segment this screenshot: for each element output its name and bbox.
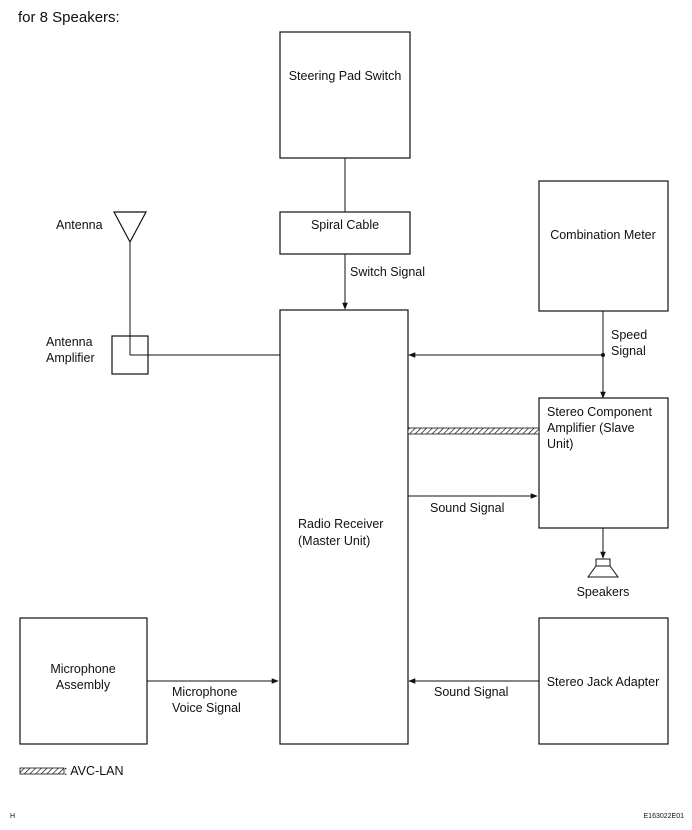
sound-signal-jack-label: Sound Signal xyxy=(434,685,508,699)
radio-receiver-label-line1: Radio Receiver xyxy=(298,517,383,531)
legend-avc-lan-swatch xyxy=(19,767,65,775)
spiral-cable-block: Spiral Cable xyxy=(279,211,411,255)
radio-receiver-label-line2: (Master Unit) xyxy=(298,534,370,548)
footer-right-code: E163022E01 xyxy=(644,813,685,820)
stereo-amplifier-label-line3: Unit) xyxy=(547,437,573,451)
microphone-assembly-block: Microphone Assembly xyxy=(19,617,148,745)
microphone-assembly-label-line2: Assembly xyxy=(56,678,111,692)
spiral-cable-label: Spiral Cable xyxy=(311,218,379,232)
antenna-label: Antenna xyxy=(56,218,103,232)
footer-left-code: H xyxy=(10,813,15,820)
combination-meter-label: Combination Meter xyxy=(550,228,656,242)
microphone-voice-signal-label-line1: Microphone xyxy=(172,685,237,699)
radio-receiver-block: Radio Receiver (Master Unit) xyxy=(279,309,409,745)
legend-avc-lan-label: : AVC-LAN xyxy=(64,764,124,778)
legend: : AVC-LAN xyxy=(19,764,124,778)
stereo-amplifier-label-line2: Amplifier (Slave xyxy=(547,421,635,435)
combination-meter-block: Combination Meter xyxy=(538,180,669,312)
avc-lan-bus xyxy=(407,427,540,435)
speakers-label: Speakers xyxy=(577,585,630,599)
antenna-amplifier-label-line1: Antenna xyxy=(46,335,93,349)
stereo-amplifier-block: Stereo Component Amplifier (Slave Unit) xyxy=(538,397,669,529)
steering-pad-switch-block: Steering Pad Switch xyxy=(279,31,411,159)
steering-pad-switch-label: Steering Pad Switch xyxy=(289,69,402,83)
stereo-amplifier-label-line1: Stereo Component xyxy=(547,405,652,419)
diagram-title: for 8 Speakers: xyxy=(18,9,120,26)
speaker-icon xyxy=(587,558,619,578)
stereo-jack-adapter-label: Stereo Jack Adapter xyxy=(547,675,660,689)
sound-signal-amp-label: Sound Signal xyxy=(430,501,504,515)
switch-signal-label: Switch Signal xyxy=(350,265,425,279)
microphone-assembly-label-line1: Microphone xyxy=(50,662,115,676)
stereo-jack-adapter-block: Stereo Jack Adapter xyxy=(538,617,669,745)
speed-signal-label-line2: Signal xyxy=(611,344,646,358)
antenna-icon xyxy=(113,211,147,336)
speed-signal-label-line1: Speed xyxy=(611,328,647,342)
antenna-amplifier-label-line2: Amplifier xyxy=(46,351,95,365)
microphone-voice-signal-label-line2: Voice Signal xyxy=(172,701,241,715)
